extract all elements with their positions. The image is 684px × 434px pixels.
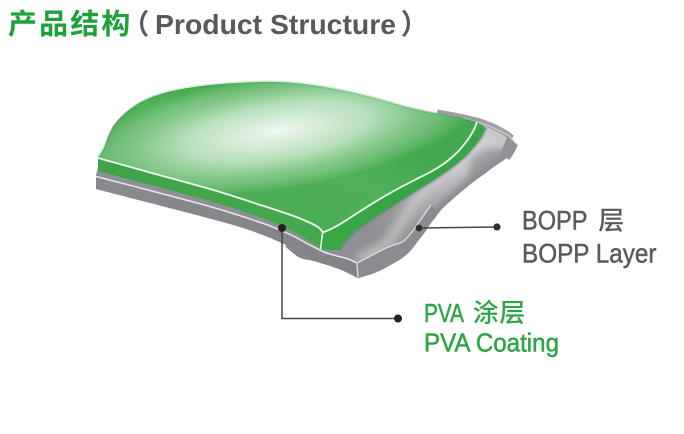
svg-text:BOPP Layer: BOPP Layer	[522, 239, 657, 269]
svg-text:PVA: PVA	[424, 298, 465, 328]
svg-text:BOPP: BOPP	[522, 206, 588, 236]
svg-text:PVA Coating: PVA Coating	[424, 328, 559, 358]
svg-text:Product Structure: Product Structure	[155, 9, 396, 40]
